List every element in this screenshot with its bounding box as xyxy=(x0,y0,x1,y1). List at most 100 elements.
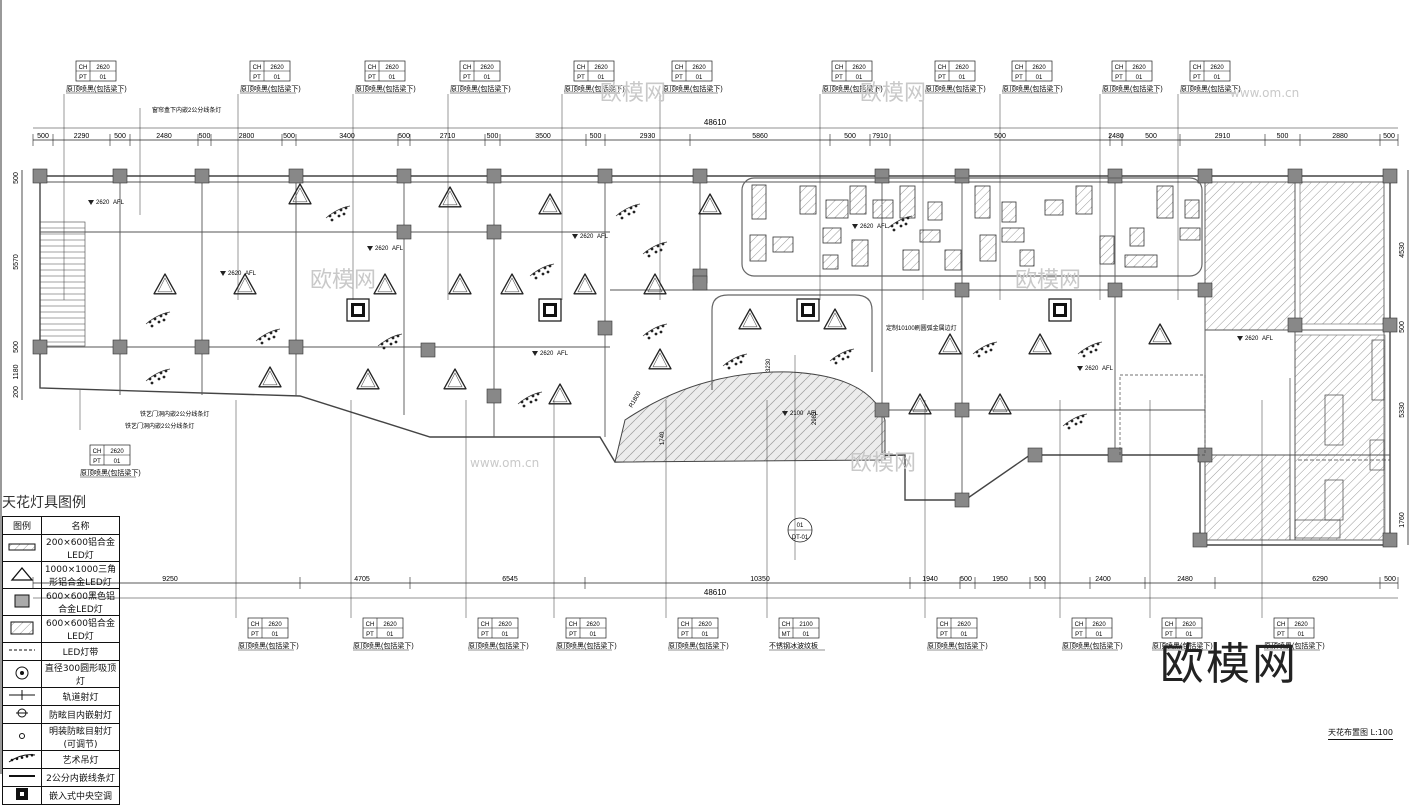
svg-text:01: 01 xyxy=(1298,632,1305,638)
svg-text:2620: 2620 xyxy=(385,65,399,71)
svg-text:2620: 2620 xyxy=(692,65,706,71)
ceiling-level-unit: AFL xyxy=(245,271,257,277)
legend-item-name: 600×600黑色铝合金LED灯 xyxy=(41,588,120,616)
svg-text:200: 200 xyxy=(13,386,20,398)
legend-item-name: 600×600铝合金LED灯 xyxy=(41,615,120,643)
ceiling-level-unit: AFL xyxy=(807,411,819,417)
hatched-panel-icon xyxy=(2,615,42,643)
column xyxy=(32,168,48,184)
svg-text:CH: CH xyxy=(253,65,262,71)
svg-text:500: 500 xyxy=(13,341,20,353)
ceiling-level-value: 2620 xyxy=(860,224,874,230)
svg-text:PT: PT xyxy=(366,632,374,638)
svg-text:CH: CH xyxy=(368,65,377,71)
svg-text:01: 01 xyxy=(100,75,107,81)
watermark-url: www.om.cn xyxy=(470,456,540,470)
top-dim-label: 3500 xyxy=(535,133,551,140)
column xyxy=(954,282,970,298)
beam-grid xyxy=(40,176,1390,540)
watermark-text: 欧模网 xyxy=(310,268,377,293)
legend-row: 600×600黑色铝合金LED灯 xyxy=(2,588,120,616)
top-dim-label: 2710 xyxy=(440,133,456,140)
finish-tag-label: 原顶喷黑(包括梁下) xyxy=(822,84,883,93)
hatched-zone-kitchen xyxy=(1294,334,1386,541)
legend-item-name: 轨道射灯 xyxy=(41,687,120,706)
ceiling-level-value: 2620 xyxy=(375,246,389,252)
ceiling-level-value: 2100 xyxy=(790,411,804,417)
bottom-dim-label: 1950 xyxy=(992,576,1008,583)
svg-text:01: 01 xyxy=(387,632,394,638)
column xyxy=(486,224,502,240)
svg-text:CH: CH xyxy=(366,622,375,628)
ceiling-level-unit: AFL xyxy=(877,224,889,230)
svg-text:2620: 2620 xyxy=(852,65,866,71)
svg-text:2620: 2620 xyxy=(268,622,282,628)
legend-item-name: 1000×1000三角形铝合金LED灯 xyxy=(41,561,120,589)
svg-text:PT: PT xyxy=(463,75,471,81)
top-dim-label: 500 xyxy=(199,133,211,140)
svg-text:CH: CH xyxy=(93,449,102,455)
column xyxy=(194,168,210,184)
svg-text:1760: 1760 xyxy=(1399,512,1406,528)
left-note-1: 铁艺门洞内嵌2公分线条灯 xyxy=(140,410,209,418)
legend-item-name: 嵌入式中央空调 xyxy=(41,786,120,805)
hatched-zone-bottom-right xyxy=(1204,454,1291,541)
column xyxy=(1107,168,1123,184)
legend-row: 艺术吊灯 xyxy=(2,750,120,769)
bottom-total-dim: 48610 xyxy=(704,588,727,597)
svg-text:01: 01 xyxy=(702,632,709,638)
ceiling-level-value: 2620 xyxy=(1085,366,1099,372)
top-dim-label: 2290 xyxy=(74,133,90,140)
svg-text:01: 01 xyxy=(803,632,810,638)
top-dim-label: 500 xyxy=(283,133,295,140)
left-dimension-chain: 500 5570 500 1180 200 xyxy=(13,170,23,400)
column xyxy=(288,339,304,355)
svg-text:CH: CH xyxy=(1193,65,1202,71)
svg-text:2620: 2620 xyxy=(110,449,124,455)
svg-text:CH: CH xyxy=(835,65,844,71)
svg-text:01: 01 xyxy=(502,632,509,638)
top-note: 窗帘盒下内嵌2公分线条灯 xyxy=(152,106,221,114)
finish-tag-label: 原顶喷黑(包括梁下) xyxy=(1102,84,1163,93)
center-note: 定制10100刷圆弧金属边灯 xyxy=(886,324,957,332)
svg-text:01: 01 xyxy=(274,75,281,81)
finish-tag-label: 原顶喷黑(包括梁下) xyxy=(556,641,617,650)
legend-row: 嵌入式中央空调 xyxy=(2,786,120,805)
column xyxy=(692,168,708,184)
column xyxy=(486,168,502,184)
svg-text:2620: 2620 xyxy=(1032,65,1046,71)
svg-text:R1800: R1800 xyxy=(629,390,643,409)
ceiling-level-unit: AFL xyxy=(113,200,125,206)
svg-text:CH: CH xyxy=(1015,65,1024,71)
finish-tag-label: 原顶喷黑(包括梁下) xyxy=(66,84,127,93)
top-dim-label: 500 xyxy=(1277,133,1289,140)
ceiling-level-unit: AFL xyxy=(557,351,569,357)
legend-header-symbol: 图例 xyxy=(2,516,42,535)
svg-text:MT: MT xyxy=(782,632,791,638)
top-dim-label: 2480 xyxy=(1108,133,1124,140)
svg-text:CH: CH xyxy=(251,622,260,628)
svg-text:CH: CH xyxy=(782,622,791,628)
svg-text:CH: CH xyxy=(481,622,490,628)
section-number: 01 xyxy=(797,523,804,529)
finish-tag-label: 原顶喷黑(包括梁下) xyxy=(80,468,141,477)
svg-text:01: 01 xyxy=(598,75,605,81)
svg-text:PT: PT xyxy=(938,75,946,81)
svg-text:2620: 2620 xyxy=(1294,622,1308,628)
svg-text:PT: PT xyxy=(1015,75,1023,81)
column xyxy=(396,168,412,184)
